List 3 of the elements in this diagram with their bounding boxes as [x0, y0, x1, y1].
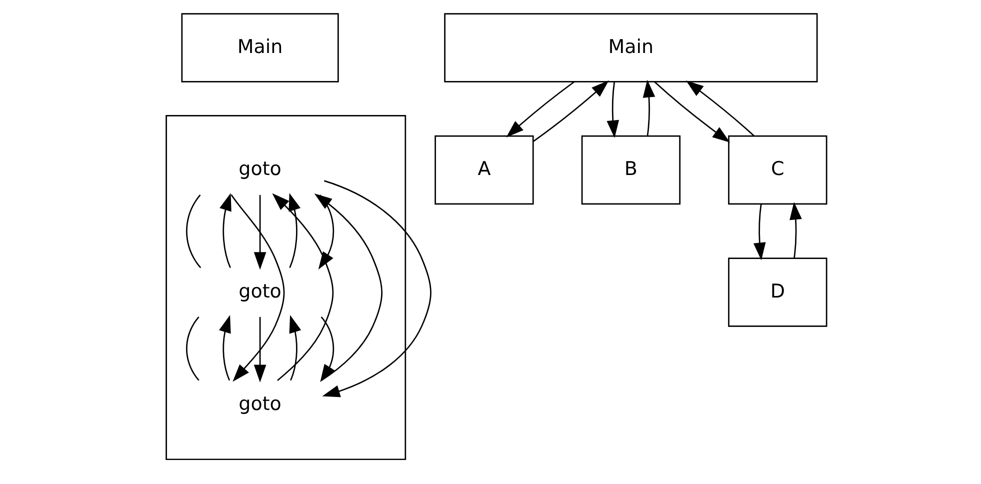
node-text: goto — [238, 158, 281, 180]
node-text: goto — [238, 280, 281, 302]
node-text: goto — [238, 393, 281, 416]
